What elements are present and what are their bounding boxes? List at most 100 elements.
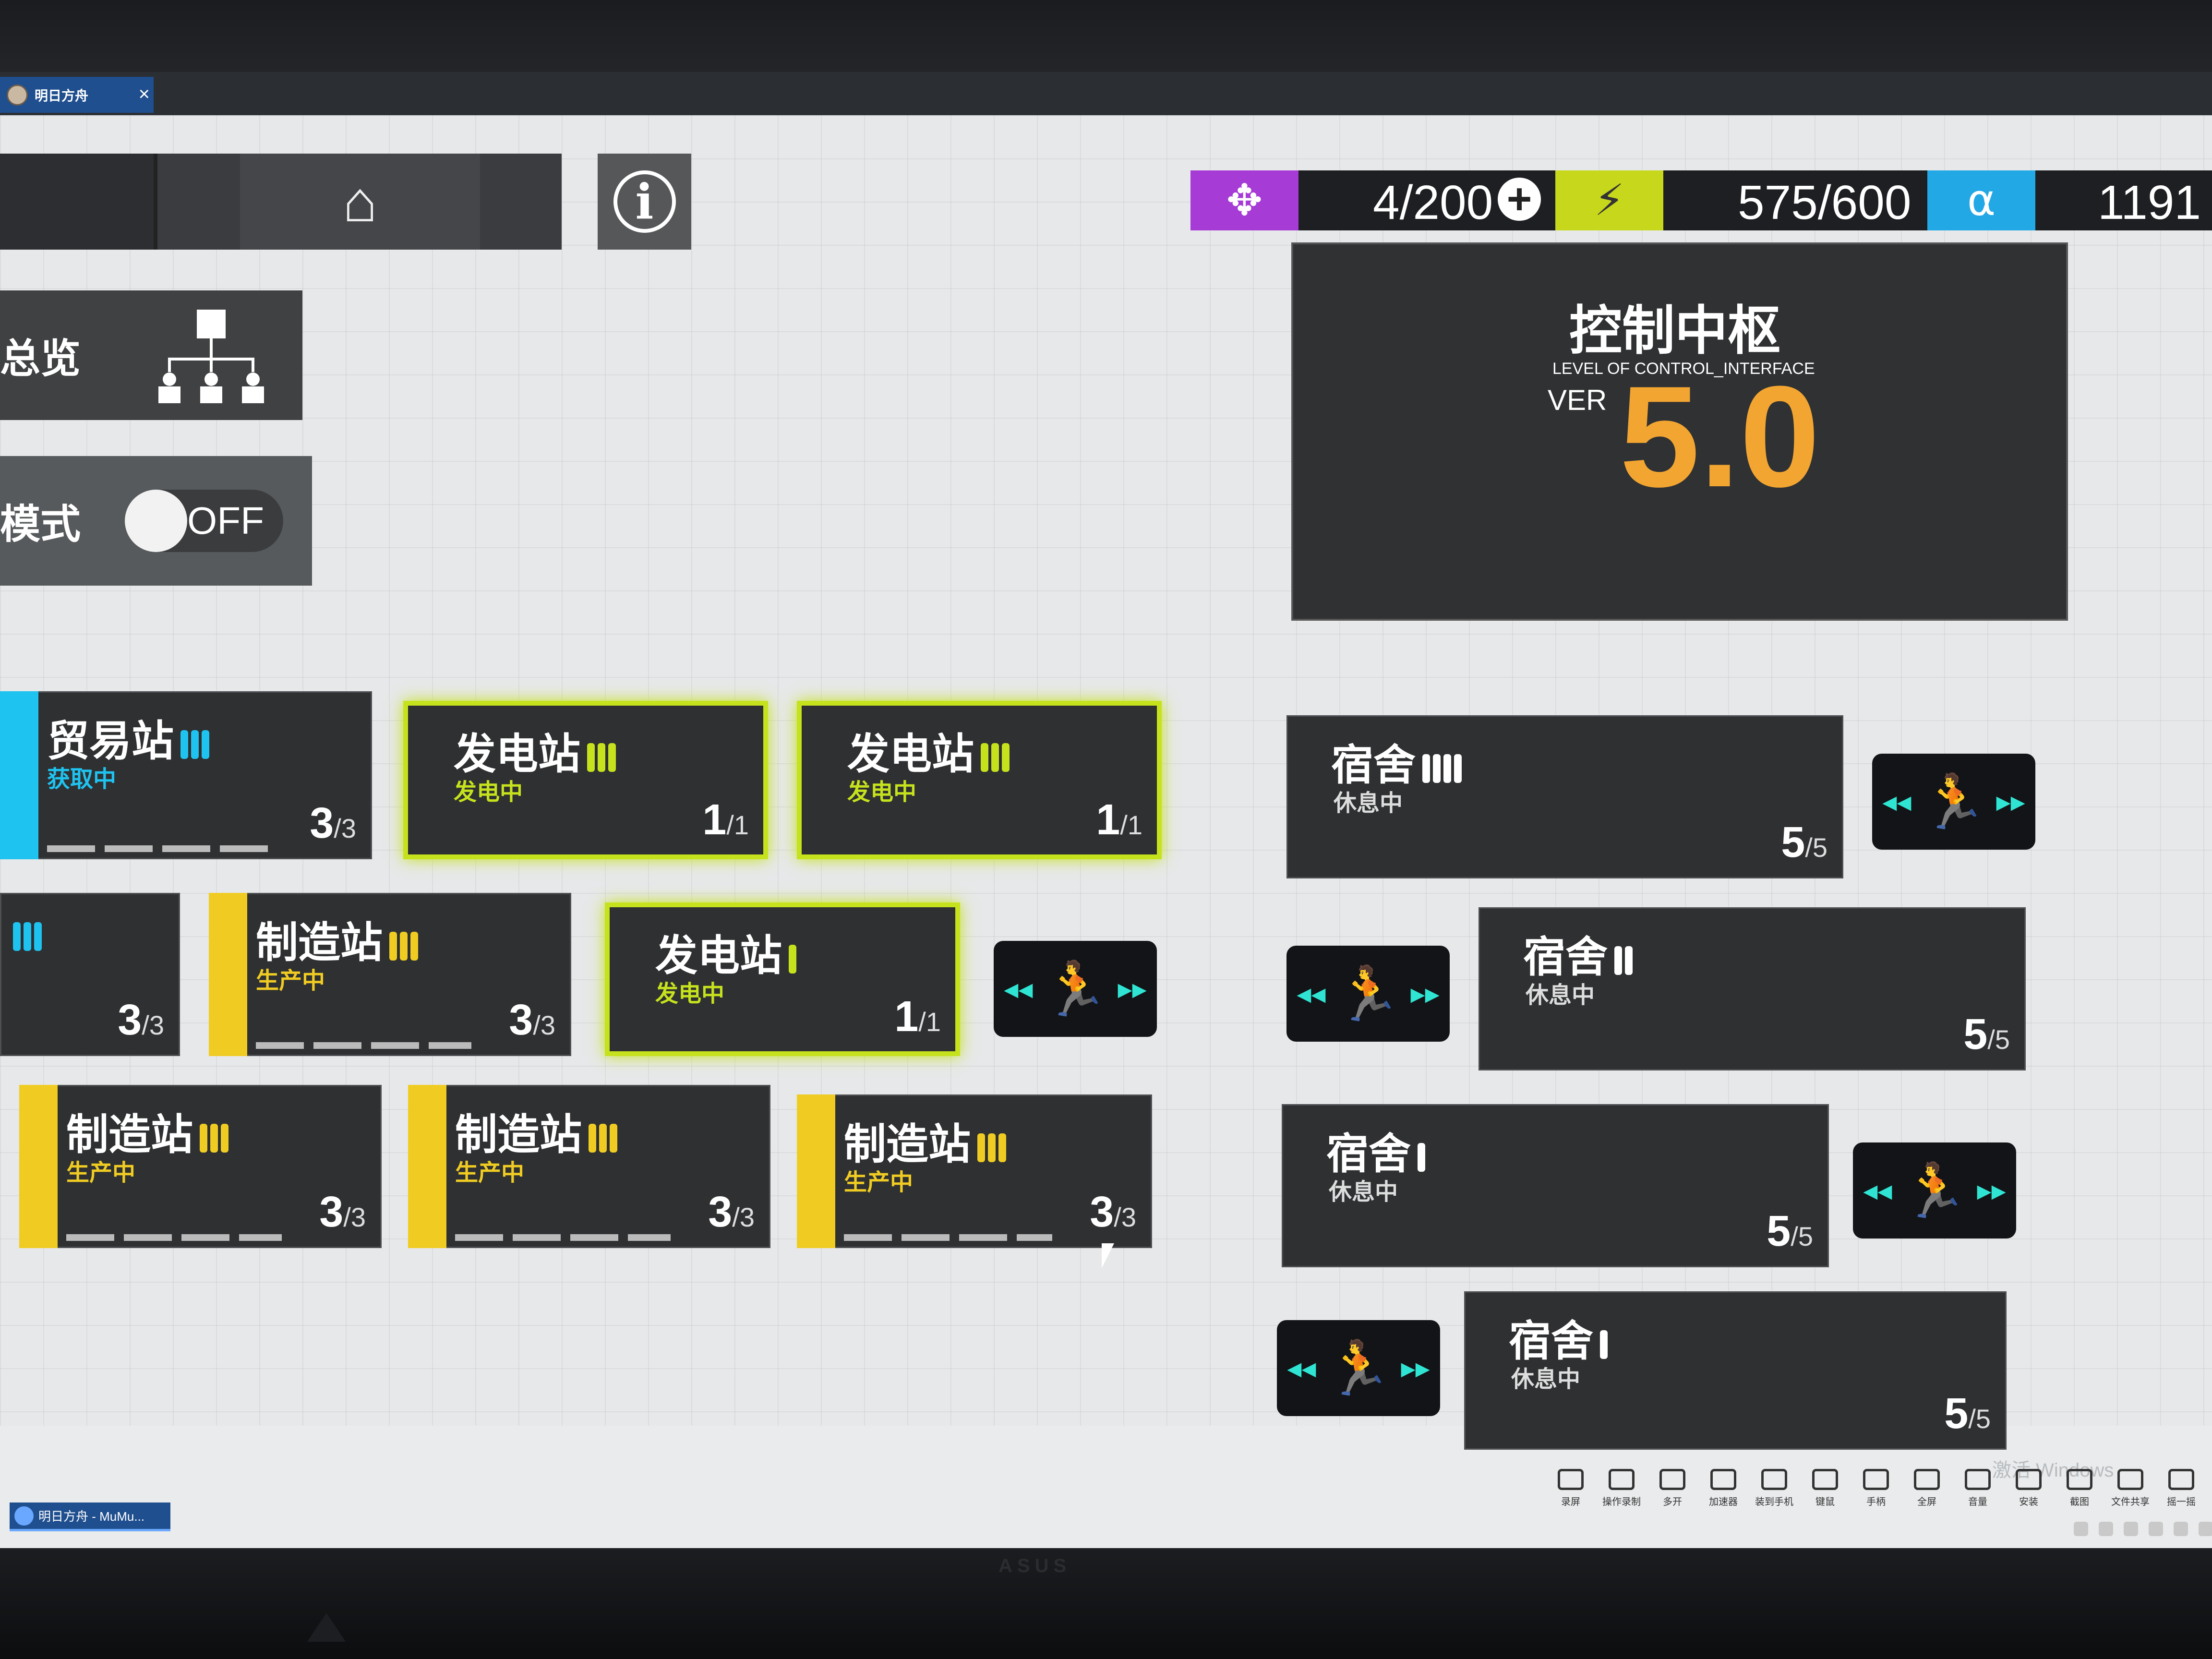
build-mode-toggle[interactable]: OFF xyxy=(125,490,283,552)
trade-station-room[interactable]: 贸易站 获取中 3/3 xyxy=(0,691,372,859)
room-capacity: 3/3 xyxy=(1090,1188,1136,1236)
home-icon: ⌂ xyxy=(342,169,378,234)
rewind-icon: ◂◂ xyxy=(1297,977,1326,1010)
operator-slots xyxy=(844,1234,1052,1241)
level-bars xyxy=(1600,1320,1611,1369)
macro-icon xyxy=(1609,1469,1635,1490)
drone-count: 4/200 xyxy=(1373,176,1493,229)
control-center-room[interactable]: 控制中枢 LEVEL OF CONTROL_INTERFACE VER 5.0 xyxy=(1291,242,2068,621)
rewind-icon: ◂◂ xyxy=(1287,1352,1316,1384)
multi-instance-button[interactable]: 多开 xyxy=(1652,1469,1693,1536)
room-color-stripe xyxy=(0,691,38,859)
corridor-button[interactable]: ◂◂ 🏃 ▸▸ xyxy=(1872,754,2035,850)
level-bars xyxy=(589,1114,620,1163)
level-bars xyxy=(200,1114,231,1163)
room-state: 休息中 xyxy=(1511,1367,1581,1392)
top-bar: ⌂ xyxy=(0,154,562,250)
room-state: 生产中 xyxy=(66,1160,136,1186)
rewind-icon: ◂◂ xyxy=(1004,973,1033,1005)
monitor-bezel-top xyxy=(0,0,2212,72)
file-share-button[interactable]: 文件共享 xyxy=(2110,1469,2151,1536)
screen: 明日方舟 × ⌂ i 总览 xyxy=(0,72,2212,1548)
keymap-button[interactable]: 键鼠 xyxy=(1805,1469,1845,1536)
running-man-icon: 🏃 xyxy=(1921,772,1987,831)
close-icon[interactable]: × xyxy=(138,84,150,105)
dormitory-room[interactable]: 宿舍 休息中 5/5 xyxy=(1282,1104,1829,1267)
room-capacity: 1/1 xyxy=(894,993,941,1041)
dormitory-room[interactable]: 宿舍 休息中 5/5 xyxy=(1464,1291,2007,1450)
apk-icon xyxy=(2016,1469,2042,1490)
home-button[interactable]: ⌂ xyxy=(240,154,480,250)
corridor-button[interactable]: ◂◂ 🏃 ▸▸ xyxy=(1853,1142,2016,1238)
monitor-bezel-bottom xyxy=(0,1548,2212,1659)
factory-room[interactable]: 制造站 生产中 3/3 xyxy=(408,1085,770,1248)
gamepad-button[interactable]: 手柄 xyxy=(1856,1469,1896,1536)
record-button[interactable]: 录屏 xyxy=(1551,1469,1591,1536)
tab-title: 明日方舟 xyxy=(35,88,89,103)
screenshot-button[interactable]: 截图 xyxy=(2059,1469,2100,1536)
info-icon: i xyxy=(613,170,676,233)
room-state: 生产中 xyxy=(844,1170,914,1195)
level-bars xyxy=(977,1123,1009,1172)
window-tab[interactable]: 明日方舟 × xyxy=(0,77,154,113)
volume-button[interactable]: 音量 xyxy=(1958,1469,1998,1536)
room-state: 休息中 xyxy=(1329,1179,1398,1205)
room-state: 获取中 xyxy=(47,767,117,792)
room-color-stripe xyxy=(408,1085,446,1248)
drone-icon: ✥ xyxy=(1190,170,1298,230)
power-plant-room[interactable]: 发电站 发电中 1/1 xyxy=(605,902,960,1056)
level-bars xyxy=(180,720,212,769)
accelerator-icon xyxy=(1710,1469,1736,1490)
info-button[interactable]: i xyxy=(598,154,691,250)
trade-station-room[interactable]: 3/3 xyxy=(0,893,180,1056)
mouse-cursor xyxy=(1102,1243,1114,1268)
factory-room[interactable]: 制造站 生产中 3/3 xyxy=(19,1085,382,1248)
power-plant-room[interactable]: 发电站 发电中 1/1 xyxy=(797,701,1162,859)
control-level: 5.0 xyxy=(1620,356,1820,517)
operator-slots xyxy=(455,1234,671,1241)
factory-room[interactable]: 制造站 生产中 3/3 xyxy=(209,893,571,1056)
room-capacity: 3/3 xyxy=(310,799,356,847)
corridor-button[interactable]: ◂◂ 🏃 ▸▸ xyxy=(1286,946,1450,1042)
corridor-button[interactable]: ◂◂ 🏃 ▸▸ xyxy=(1277,1320,1440,1416)
org-chart-icon xyxy=(158,310,264,403)
dormitory-room[interactable]: 宿舍 休息中 5/5 xyxy=(1286,715,1843,878)
operator-slots xyxy=(47,845,272,852)
room-name: 发电站 xyxy=(847,720,1012,782)
shake-button[interactable]: 摇一摇 xyxy=(2161,1469,2201,1536)
back-segment[interactable] xyxy=(0,154,157,250)
fullscreen-button[interactable]: 全屏 xyxy=(1907,1469,1947,1536)
room-capacity: 1/1 xyxy=(1096,796,1142,844)
room-name: 贸易站 xyxy=(47,707,212,769)
room-name: 制造站 xyxy=(455,1101,620,1163)
taskbar-app[interactable]: 明日方舟 - MuMu... xyxy=(10,1503,170,1531)
add-drone-button[interactable]: + xyxy=(1498,178,1541,221)
room-state: 生产中 xyxy=(256,968,325,994)
power-plant-room[interactable]: 发电站 发电中 1/1 xyxy=(403,701,768,859)
install-apk-button[interactable]: 安装 xyxy=(2008,1469,2049,1536)
room-name: 宿舍 xyxy=(1326,1120,1428,1182)
room-capacity: 5/5 xyxy=(1781,818,1827,866)
activation-watermark: 激活 Windows xyxy=(1992,1460,2114,1481)
toggle-knob xyxy=(125,490,187,552)
level-bars xyxy=(1422,744,1465,793)
level-bars xyxy=(587,733,619,782)
app-icon xyxy=(7,84,28,106)
macro-button[interactable]: 操作录制 xyxy=(1601,1469,1642,1536)
factory-room[interactable]: 制造站 生产中 3/3 xyxy=(797,1094,1152,1248)
rewind-icon: ◂◂ xyxy=(1882,785,1911,817)
room-capacity: 3/3 xyxy=(509,996,555,1044)
corridor-button[interactable]: ◂◂ 🏃 ▸▸ xyxy=(994,941,1157,1037)
overview-button[interactable]: 总览 xyxy=(0,290,302,420)
taskbar-app-label: 明日方舟 - MuMu... xyxy=(38,1509,145,1524)
accelerator-button[interactable]: 加速器 xyxy=(1703,1469,1743,1536)
dormitory-room[interactable]: 宿舍 休息中 5/5 xyxy=(1479,907,2026,1070)
install-to-phone-button[interactable]: 装到手机 xyxy=(1754,1469,1794,1536)
keyboard-icon xyxy=(1812,1469,1838,1490)
power-value: 575/600 xyxy=(1738,176,1911,229)
room-capacity: 5/5 xyxy=(1944,1390,1991,1438)
gamepad-icon xyxy=(1863,1469,1889,1490)
rewind-icon: ◂◂ xyxy=(1863,1174,1892,1206)
level-bars xyxy=(981,733,1012,782)
shake-icon xyxy=(2168,1469,2194,1490)
